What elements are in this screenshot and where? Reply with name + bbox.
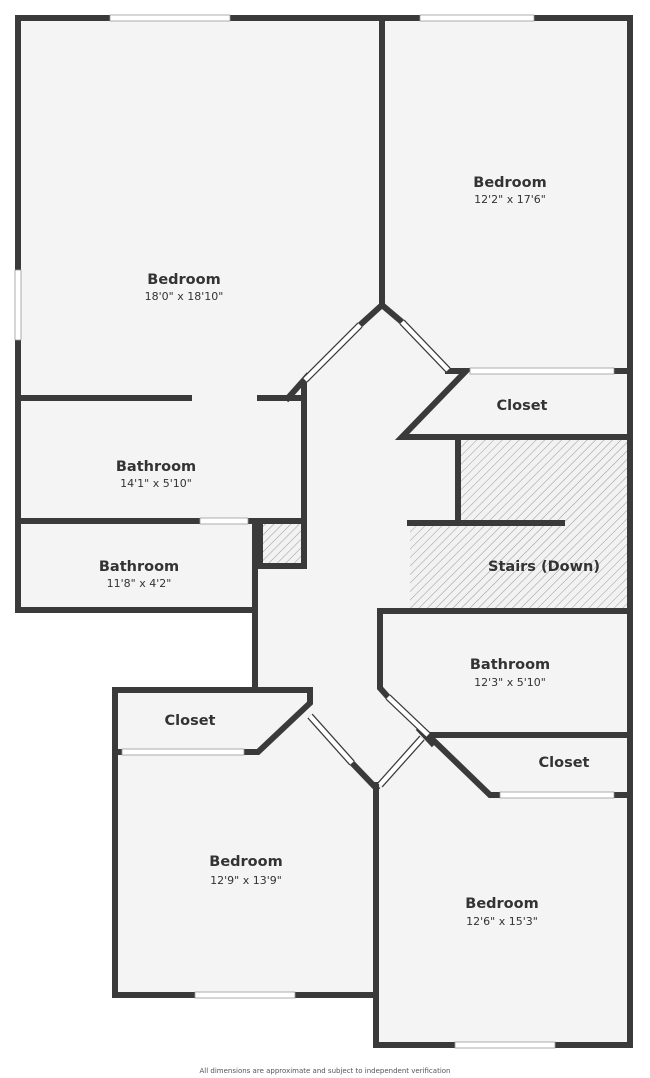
room-label-bedroom-3: Bedroom	[209, 854, 282, 870]
stairs-upper-hatch	[458, 440, 628, 525]
doors	[302, 319, 451, 788]
room-label-bathroom-3: Bathroom	[470, 657, 550, 673]
room-labels: Bedroom 18'0" x 18'10" Bedroom 12'2" x 1…	[99, 175, 600, 928]
window	[109, 14, 231, 22]
closet-right-wall	[394, 368, 633, 440]
opening	[499, 791, 615, 799]
walls	[15, 15, 633, 1048]
window	[14, 269, 22, 341]
closet2-wall	[241, 687, 313, 755]
room-dims-bedroom-3: 12'9" x 13'9"	[210, 874, 282, 887]
room-label-bathroom-2: Bathroom	[99, 559, 179, 575]
room-label-closet-2: Closet	[165, 713, 216, 729]
hall-diag-bl	[347, 758, 381, 793]
room-dims-bathroom-3: 12'3" x 5'10"	[474, 676, 546, 689]
room-label-stairs: Stairs (Down)	[488, 559, 600, 575]
stairs-lower-hatch	[410, 524, 628, 610]
hall-left-wall	[257, 372, 307, 569]
window	[419, 14, 535, 22]
small-hatch-box	[260, 523, 302, 566]
room-label-closet-1: Closet	[497, 398, 548, 414]
room-dims-bedroom-4: 12'6" x 15'3"	[466, 915, 538, 928]
room-label-bedroom-4: Bedroom	[465, 896, 538, 912]
bath3-left-wall	[377, 608, 393, 702]
opening	[121, 748, 245, 756]
window	[454, 1041, 556, 1049]
outer-wall-left-lower	[15, 607, 313, 693]
room-label-bedroom-2: Bedroom	[473, 175, 546, 191]
stairs-hatch	[260, 440, 628, 610]
opening	[469, 367, 615, 375]
wall-diag-left	[355, 300, 387, 330]
room-dims-bedroom-2: 12'2" x 17'6"	[474, 193, 546, 206]
room-dims-bedroom-1: 18'0" x 18'10"	[145, 290, 224, 303]
room-label-bathroom-1: Bathroom	[116, 459, 196, 475]
window	[194, 991, 296, 999]
windows	[14, 14, 615, 1049]
opening	[199, 517, 249, 525]
room-label-closet-3: Closet	[539, 755, 590, 771]
room-dims-bathroom-1: 14'1" x 5'10"	[120, 477, 192, 490]
wall-diag-right	[377, 300, 407, 327]
outer-wall-top	[15, 15, 633, 1048]
room-dims-bathroom-2: 11'8" x 4'2"	[107, 577, 172, 590]
room-label-bedroom-1: Bedroom	[147, 272, 220, 288]
closet3-left-wall	[425, 732, 503, 798]
footer-disclaimer: All dimensions are approximate and subje…	[200, 1067, 451, 1075]
